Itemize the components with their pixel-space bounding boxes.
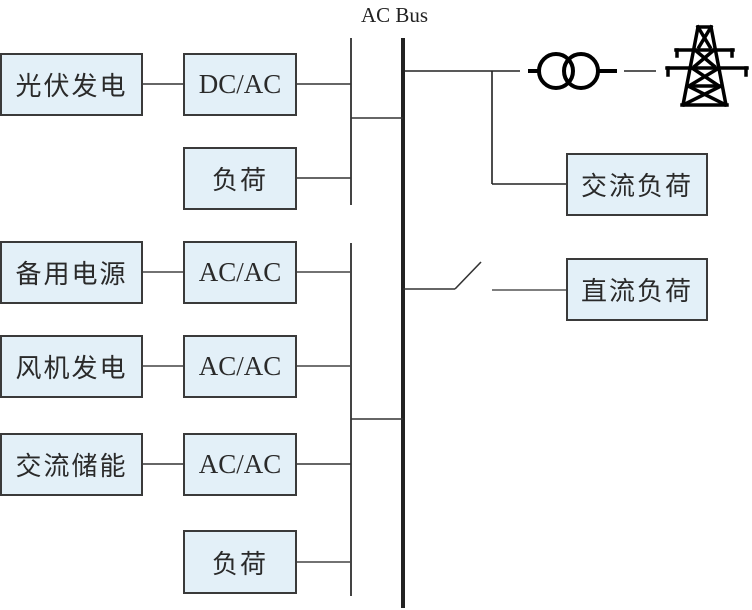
backup-converter-box: AC/AC: [183, 241, 297, 304]
pv-generation-box: 光伏发电: [0, 53, 143, 116]
storage-converter-box: AC/AC: [183, 433, 297, 496]
ac-load-box: 交流负荷: [566, 153, 708, 216]
ac-bus-label: AC Bus: [361, 3, 429, 27]
wind-generation-box: 风机发电: [0, 335, 143, 398]
local-load-box-lower: 负荷: [183, 530, 297, 594]
open-switch-icon[interactable]: [403, 261, 566, 291]
local-load-box-upper: 负荷: [183, 147, 297, 210]
transformer-icon: [528, 52, 617, 90]
wind-converter-box: AC/AC: [183, 335, 297, 398]
backup-power-box: 备用电源: [0, 241, 143, 304]
ac-storage-box: 交流储能: [0, 433, 143, 496]
dc-load-box: 直流负荷: [566, 258, 708, 321]
transmission-tower-icon: [665, 24, 749, 108]
pv-converter-box: DC/AC: [183, 53, 297, 116]
